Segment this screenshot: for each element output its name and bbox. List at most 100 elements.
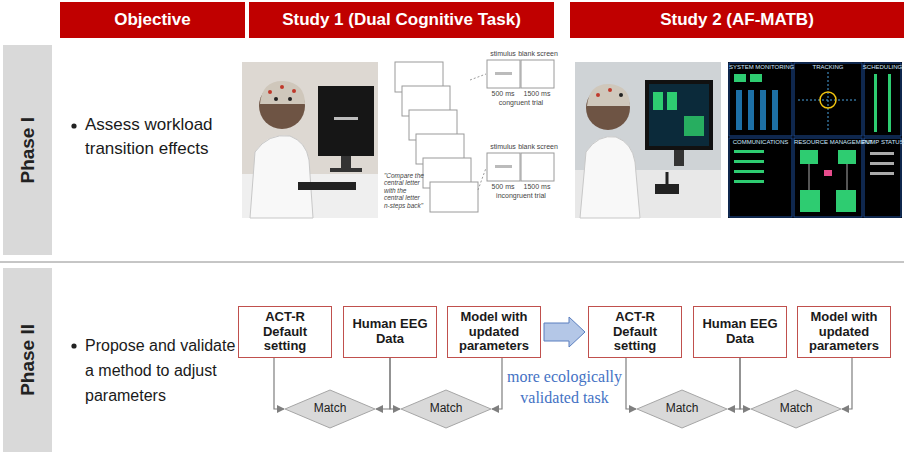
node-text: Human EEG Data <box>348 317 432 347</box>
electrode <box>608 88 612 92</box>
stimulus-frame <box>487 60 520 88</box>
study2-photo <box>575 62 721 218</box>
bullet-text: Assess workload transition effects <box>85 113 225 161</box>
edge-label: more ecologically validated task <box>501 366 629 408</box>
connector-line <box>728 358 740 409</box>
block-arrow <box>544 317 585 347</box>
monitor <box>318 86 374 156</box>
matb-screenshot <box>728 62 902 218</box>
person-body <box>250 136 313 218</box>
timing-label: 500 ms <box>483 183 523 191</box>
phase-divider <box>0 262 904 263</box>
timing-label: 1500 ms <box>516 183 558 191</box>
phase-band: Phase I <box>3 45 52 255</box>
schedule-bar <box>888 74 891 132</box>
screen-element <box>684 116 704 136</box>
connector-line <box>390 358 400 409</box>
timing-label: 500 ms <box>483 90 523 98</box>
study1-photo <box>242 62 378 218</box>
connector-line <box>626 358 636 409</box>
timing-label: stimulus <box>483 143 523 151</box>
instruction-note: "Compare the central letter with the cen… <box>384 172 426 209</box>
screen-label: RESOURCE MANAGEMENT <box>794 139 862 146</box>
eeg-cap <box>260 81 305 104</box>
stimulus-frame <box>487 153 520 181</box>
fuel-tank <box>800 150 818 164</box>
header-box: Study 2 (AF-MATB) <box>570 2 904 38</box>
zoom-line <box>478 168 486 190</box>
screen-label: SCHEDULING <box>862 64 903 71</box>
electrode <box>280 85 284 89</box>
connector-line <box>740 358 750 409</box>
process-box: Model with updated parameters <box>447 306 541 358</box>
electrode <box>274 97 278 101</box>
blank-frame <box>521 153 554 181</box>
timing-label: 1500 ms <box>516 90 558 98</box>
node-text: Model with updated parameters <box>452 310 536 355</box>
timing-label: blank screen <box>516 50 560 58</box>
matb-panel <box>794 63 862 136</box>
matb-panel <box>794 138 862 217</box>
tracking-axis <box>828 72 829 132</box>
zoom-line <box>470 74 486 80</box>
photo-wall <box>575 62 721 218</box>
process-box: Human EEG Data <box>693 306 787 358</box>
timing-label: stimulus <box>483 50 523 58</box>
pump-row <box>870 172 894 175</box>
screen-element <box>653 92 663 110</box>
keyboard <box>298 182 356 190</box>
diamond-shape <box>401 390 491 428</box>
fuel-tank <box>800 190 820 212</box>
comm-line <box>734 150 764 153</box>
matb-light <box>734 74 746 82</box>
joystick-stick <box>666 172 669 184</box>
electrode <box>288 97 292 101</box>
header-box: Study 1 (Dual Cognitive Task) <box>249 2 554 38</box>
monitor-screen <box>649 84 709 146</box>
process-box: Model with updated parameters <box>797 306 891 358</box>
decision-diamond: Match <box>750 389 842 429</box>
connector-line <box>842 358 852 409</box>
node-text: ACT-R Default setting <box>243 310 327 355</box>
node-text: Objective <box>114 10 191 30</box>
monitor-base <box>330 168 362 172</box>
fuel-tank <box>838 150 856 164</box>
bullet-dot <box>71 123 76 128</box>
electrode <box>619 93 623 97</box>
connector-line <box>274 358 284 409</box>
monitor-stand <box>674 150 684 166</box>
person-body <box>580 137 640 218</box>
node-text: Human EEG Data <box>698 317 782 347</box>
diamond-shape <box>637 390 727 428</box>
screen-label: COMMUNICATIONS <box>729 139 792 146</box>
bullet-dot <box>71 343 76 348</box>
connector-line <box>376 358 390 409</box>
fuel-pipe <box>809 164 810 190</box>
pump-row <box>870 152 894 155</box>
monitor-stand <box>341 156 351 169</box>
matb-panel <box>729 63 792 136</box>
node-text: Match <box>780 402 813 416</box>
stimulus-letters <box>495 72 512 75</box>
timing-label: blank screen <box>516 143 560 151</box>
electrode <box>268 90 272 94</box>
matb-gauge <box>760 90 766 130</box>
matb-panel <box>864 63 901 136</box>
decision-diamond: Match <box>400 389 492 429</box>
process-box: Human EEG Data <box>343 306 437 358</box>
eeg-cap <box>587 84 630 106</box>
diamond-shape <box>285 390 375 428</box>
comm-line <box>734 180 764 183</box>
node-text: Study 1 (Dual Cognitive Task) <box>282 10 521 30</box>
trial-label: congruent trial <box>488 99 554 107</box>
matb-panel <box>864 138 901 217</box>
blank-frame <box>521 60 554 88</box>
electrode <box>292 89 296 93</box>
matb-gauge <box>736 90 742 130</box>
node-text: Phase II <box>17 324 39 396</box>
node-text: Phase I <box>17 117 39 184</box>
monitor <box>645 80 713 150</box>
bullet-text: Propose and validate a method to adjust … <box>85 333 237 408</box>
matb-light <box>750 74 762 82</box>
matb-gauge <box>748 90 754 130</box>
